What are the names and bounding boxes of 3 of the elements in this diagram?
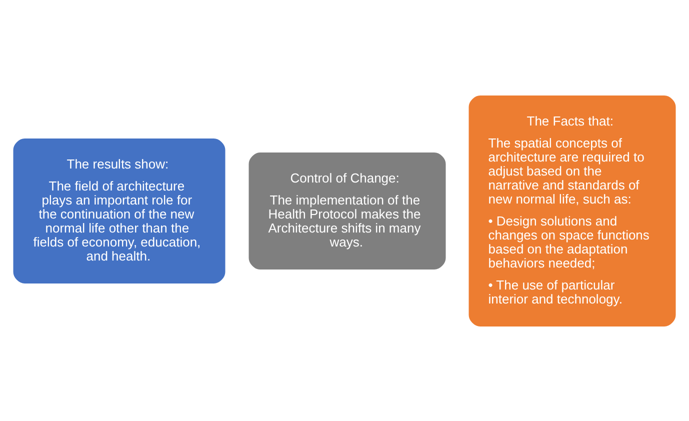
- node-box: The results show: The field of architecture plays an important role for the continuation of the new normal life other than the fields of economy, education, and health.: [12, 137, 226, 284]
- node-box: The Facts that: The spatial concepts of architecture are required to adjust based on the narrative and standards of new normal life, such as: • Design solutions and changes on space functions based on the adaptation behaviors needed; • The use of particular interior and technology.: [468, 94, 677, 327]
- node-box: Control of Change: The implementation of the Health Protocol makes the Architecture shifts in many ways.: [248, 151, 447, 270]
